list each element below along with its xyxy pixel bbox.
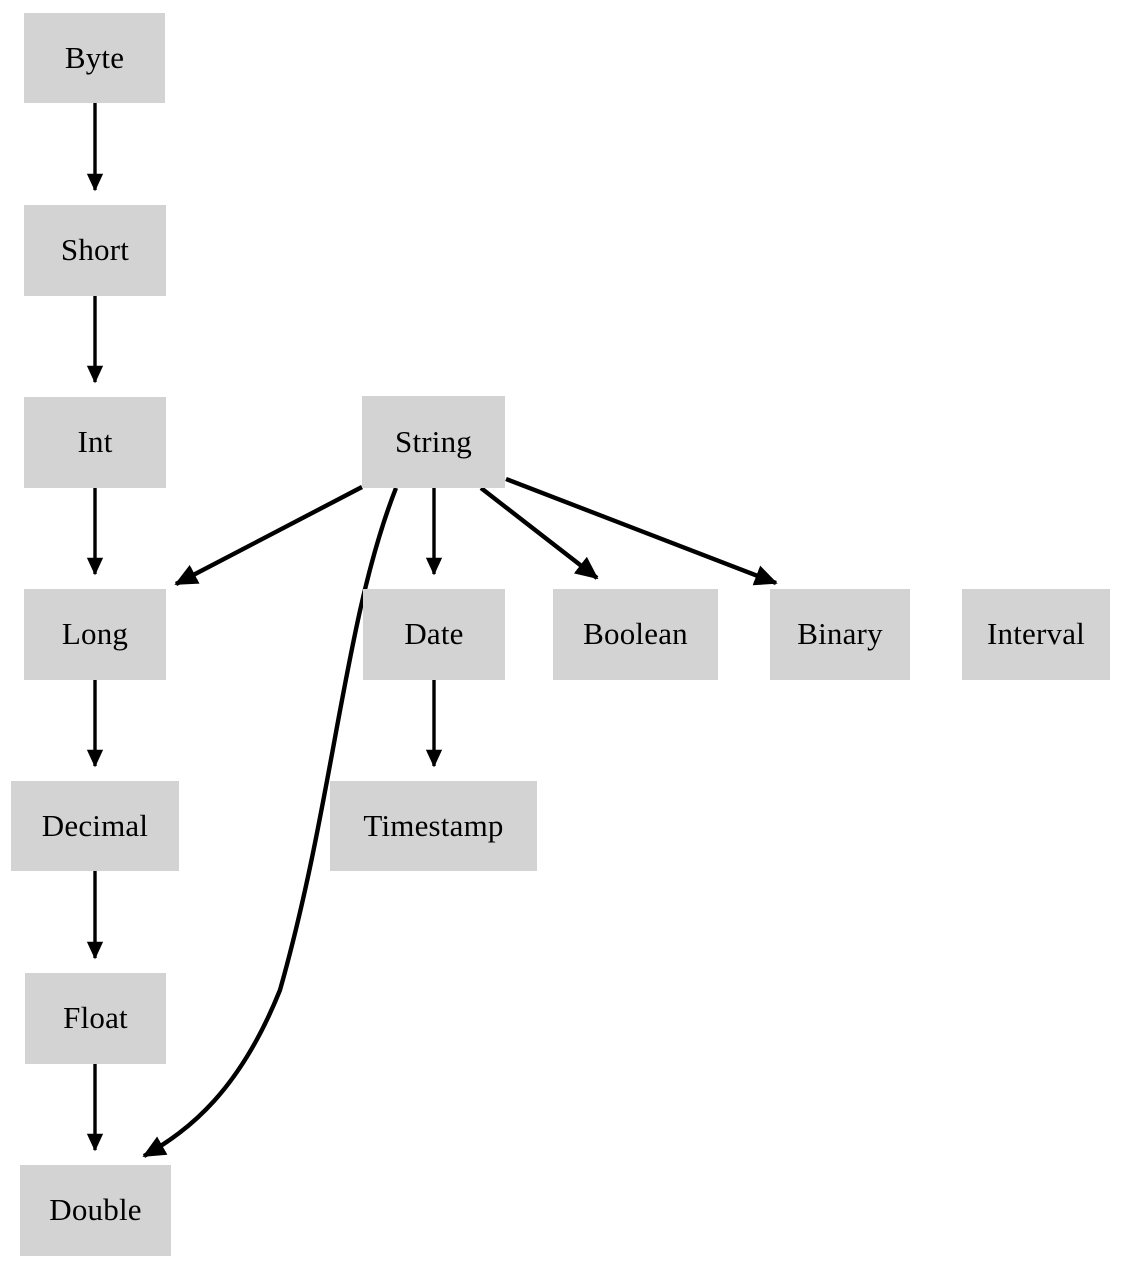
node-label-timestamp: Timestamp bbox=[363, 807, 504, 843]
node-label-boolean: Boolean bbox=[583, 616, 688, 651]
node-label-interval: Interval bbox=[987, 616, 1085, 651]
node-label-binary: Binary bbox=[797, 616, 883, 651]
edge-string-binary bbox=[505, 476, 778, 586]
node-label-decimal: Decimal bbox=[41, 807, 149, 843]
node-label-float: Float bbox=[63, 1000, 128, 1035]
node-decimal[interactable]: Decimal bbox=[11, 781, 179, 871]
node-label-int: Int bbox=[77, 424, 113, 459]
node-short[interactable]: Short bbox=[24, 205, 166, 296]
edge-string-long bbox=[174, 485, 364, 586]
node-label-long: Long bbox=[61, 616, 129, 651]
node-float[interactable]: Float bbox=[25, 973, 166, 1064]
node-label-double: Double bbox=[49, 1192, 142, 1227]
node-string[interactable]: String bbox=[362, 396, 505, 488]
node-interval[interactable]: Interval bbox=[962, 589, 1110, 680]
node-date[interactable]: Date bbox=[363, 589, 505, 680]
edge-string-boolean bbox=[479, 486, 599, 580]
node-int[interactable]: Int bbox=[24, 397, 166, 488]
node-label-date: Date bbox=[404, 616, 464, 651]
node-label-short: Short bbox=[60, 232, 130, 267]
node-binary[interactable]: Binary bbox=[770, 589, 910, 680]
node-double[interactable]: Double bbox=[20, 1165, 171, 1256]
node-long[interactable]: Long bbox=[24, 589, 166, 680]
node-timestamp[interactable]: Timestamp bbox=[330, 781, 537, 871]
node-label-byte: Byte bbox=[64, 39, 125, 75]
node-boolean[interactable]: Boolean bbox=[553, 589, 718, 680]
node-label-string: String bbox=[395, 423, 472, 459]
node-byte[interactable]: Byte bbox=[24, 13, 165, 103]
